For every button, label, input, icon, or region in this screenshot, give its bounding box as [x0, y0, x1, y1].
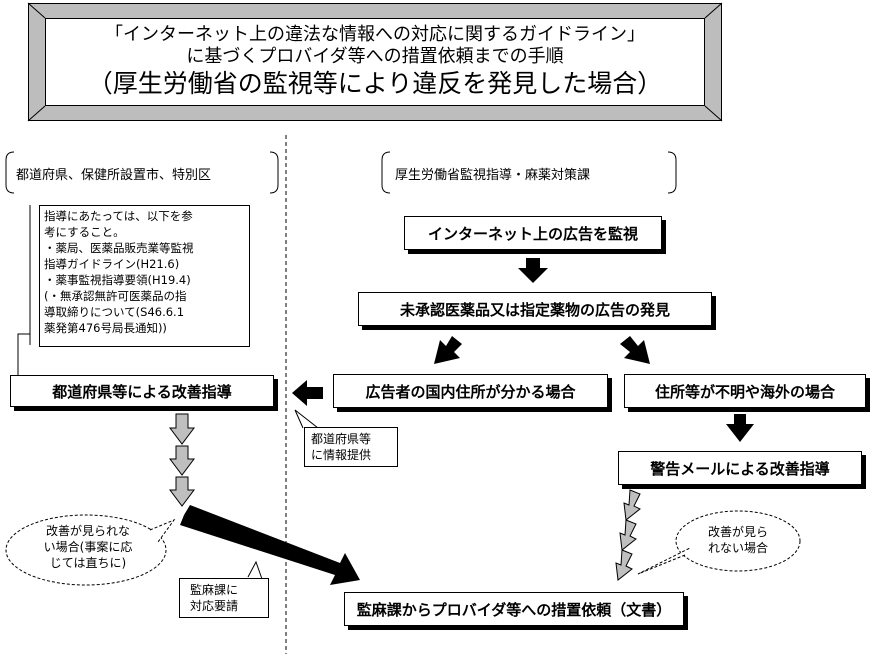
bubble-line: れない場合: [707, 541, 768, 555]
note-line: 薬発第476号局長通知)): [44, 321, 167, 335]
arrow-foreign-to-warning: [726, 414, 754, 442]
right-header: 厚生労働省監視指導・麻薬対策課: [395, 168, 591, 183]
note-line: ・薬局、医薬品販売業等監視: [44, 241, 194, 255]
info-provision-note: 都道府県等 に情報提供: [304, 427, 398, 467]
arrow-monitor-to-discover: [518, 258, 548, 283]
arrow-to-domestic: [434, 336, 462, 364]
note-line: (・無承認無許可医薬品の指: [44, 289, 187, 303]
left-bubble: 改善が見られな い場合(事案に応 じては直ちに): [30, 523, 146, 571]
prefecture-guidance-box: 都道府県等による改善指導: [10, 375, 274, 407]
right-bubble-shape: [675, 510, 801, 572]
warning-email-box: 警告メールによる改善指導: [618, 451, 862, 485]
left-header: 都道府県、保健所設置市、特別区: [16, 168, 212, 183]
right-header-bracket-right: [667, 151, 677, 194]
final-request-box: 監麻課からプロバイダ等への措置依頼（文書）: [344, 592, 684, 626]
info-note-line: 都道府県等: [311, 432, 372, 446]
arrow-to-foreign: [620, 336, 650, 364]
request-note-pointer: [247, 560, 263, 580]
bubble-line: 改善が見られな: [45, 524, 130, 538]
note-connector: [17, 333, 30, 375]
note-line: 指導にあたっては、以下を参: [44, 209, 193, 223]
domestic-address-box: 広告者の国内住所が分かる場合: [333, 374, 608, 408]
request-note-line: 対応要請: [190, 599, 239, 613]
right-bubble: 改善が見ら れない場合: [696, 524, 780, 556]
monitor-box: インターネット上の広告を監視: [404, 216, 662, 250]
title-panel: 「インターネット上の違法な情報への対応に関するガイドライン」 に基づくプロバイダ…: [45, 18, 705, 106]
reference-note: 指導にあたっては、以下を参 考にすること。 ・薬局、医薬品販売業等監視 指導ガイ…: [39, 205, 250, 347]
foreign-address-box: 住所等が不明や海外の場合: [624, 374, 866, 408]
request-note-line: 監麻課に: [190, 583, 239, 597]
bubble-line: 改善が見ら: [707, 525, 768, 539]
arrow-to-final: [180, 505, 360, 585]
gray-arrows-left: [169, 413, 195, 507]
bubble-line: じては直ちに): [49, 556, 127, 570]
bubble-line: い場合(事案に応: [43, 540, 133, 554]
arrow-domestic-to-prefecture: [292, 380, 323, 406]
info-note-line: に情報提供: [311, 448, 372, 462]
request-note: 監麻課に 対応要請: [179, 578, 269, 618]
discover-box: 未承認医薬品又は指定薬物の広告の発見: [358, 292, 712, 326]
note-line: 導取締りについて(S46.6.1: [44, 305, 185, 319]
left-bubble-shape: [5, 514, 167, 586]
gray-arrows-right: [615, 489, 641, 581]
title-plaque: 「インターネット上の違法な情報への対応に関するガイドライン」 に基づくプロバイダ…: [28, 3, 722, 121]
title-line-3: （厚生労働省の監視等により違反を発見した場合）: [87, 69, 663, 98]
right-header-bracket-left: [381, 151, 391, 194]
title-line-1: 「インターネット上の違法な情報への対応に関するガイドライン」: [105, 24, 645, 45]
left-header-bracket-left: [5, 151, 15, 194]
note-line: 指導ガイドライン(H21.6): [44, 257, 180, 271]
left-header-bracket-right: [269, 151, 279, 194]
note-line: ・薬事監視指導要領(H19.4): [44, 273, 191, 287]
title-line-2: に基づくプロバイダ等への措置依頼までの手順: [186, 46, 564, 67]
note-line: 考にすること。: [44, 225, 125, 239]
info-note-pointer: [294, 409, 319, 429]
